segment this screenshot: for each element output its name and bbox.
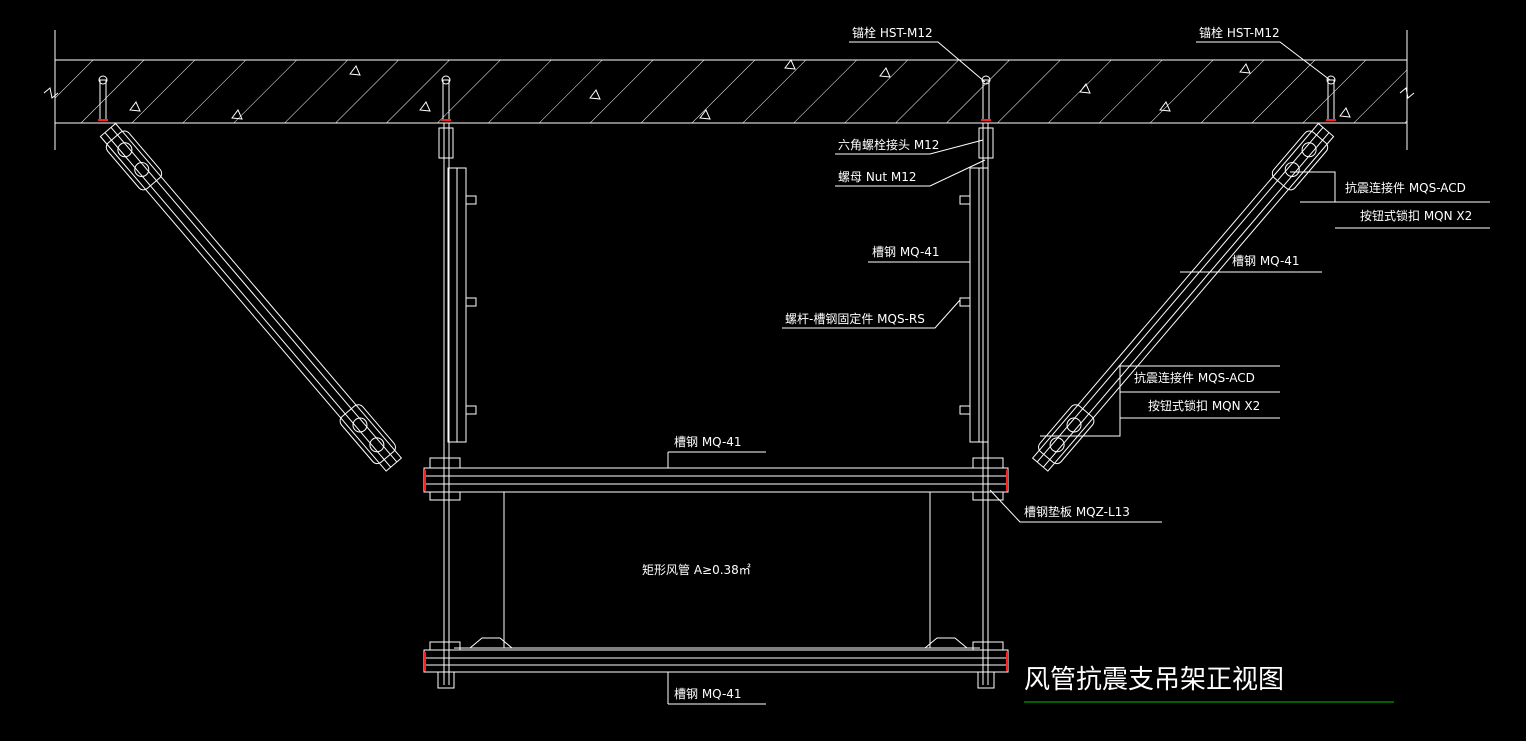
drawing-title: 风管抗震支吊架正视图: [1024, 665, 1284, 695]
top-beam: [423, 457, 1009, 501]
anchor-bolts: [98, 75, 1336, 121]
leader-lines: [667, 41, 1490, 705]
label-anchor-right: 锚栓 HST-M12: [1199, 25, 1280, 40]
label-hex-connector: 六角螺栓接头 M12: [838, 137, 939, 152]
label-nut: 螺母 Nut M12: [838, 170, 917, 184]
bottom-beam: [423, 641, 1009, 689]
label-anchor-left: 锚栓 HST-M12: [852, 25, 933, 40]
label-channel-brace: 槽钢 MQ-41: [1232, 254, 1300, 268]
label-channel-top-beam: 槽钢 MQ-41: [674, 435, 742, 449]
label-washer: 槽钢垫板 MQZ-L13: [1024, 504, 1130, 519]
rectangular-duct: [454, 491, 980, 649]
concrete-slab: [43, 30, 1415, 150]
label-channel-bottom-beam: 槽钢 MQ-41: [674, 687, 742, 701]
label-seismic-conn-top: 抗震连接件 MQS-ACD: [1345, 180, 1466, 195]
label-seismic-conn-mid: 抗震连接件 MQS-ACD: [1134, 370, 1255, 385]
vertical-channels: [447, 167, 989, 443]
hanger-rods: [438, 123, 994, 685]
label-channel-vertical: 槽钢 MQ-41: [872, 245, 940, 259]
label-clip-mid: 按钮式锁扣 MQN X2: [1148, 398, 1260, 413]
diagonal-braces: [99, 122, 1335, 472]
label-duct: 矩形风管 A≥0.38㎡: [642, 562, 751, 577]
label-rod-fixing: 螺杆-槽钢固定件 MQS-RS: [785, 311, 925, 326]
label-clip-top: 按钮式锁扣 MQN X2: [1360, 208, 1472, 223]
